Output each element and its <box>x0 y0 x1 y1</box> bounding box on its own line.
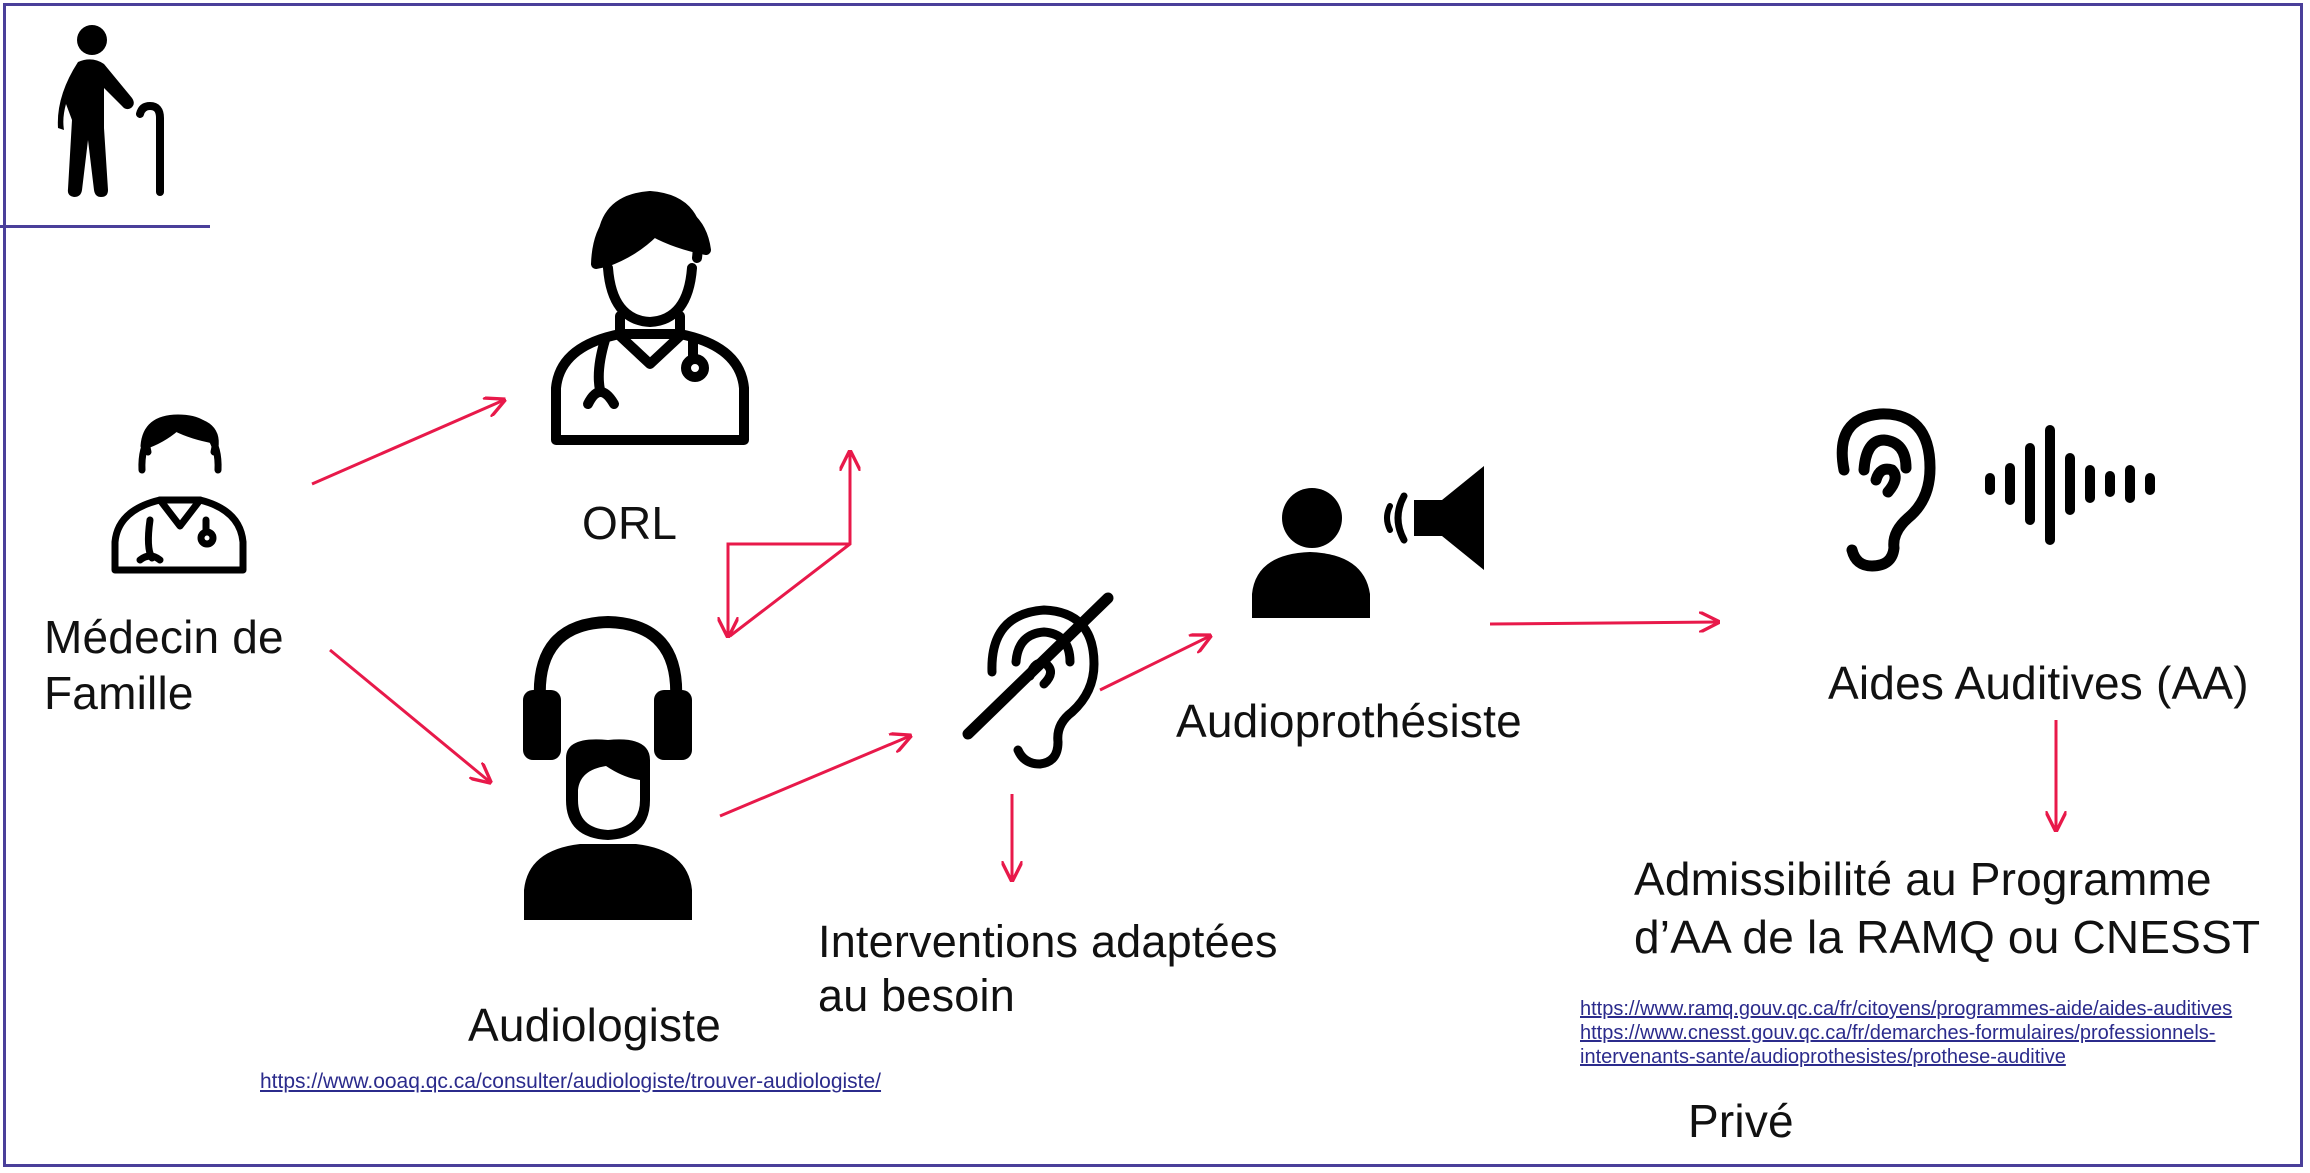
arrow-audioprothesiste-to-aides <box>1489 622 1718 624</box>
doctor-icon <box>111 414 247 574</box>
orl-label: ORL <box>582 497 678 549</box>
arrow-medecin-to-audiologiste <box>329 648 490 782</box>
arrow-audiologiste-to-hearing-loss <box>719 736 910 818</box>
ear-icon <box>1836 408 1936 572</box>
doctor-icon <box>551 191 749 445</box>
speaker-person-icon <box>1252 466 1484 618</box>
cnesst-link-line2[interactable]: intervenants-sante/audioprothesistes/pro… <box>1580 1046 2066 1068</box>
ramq-link[interactable]: https://www.ramq.gouv.qc.ca/fr/citoyens/… <box>1580 998 2233 1020</box>
audiologist-headphones-icon <box>523 615 692 920</box>
audiologiste-label: Audiologiste <box>468 999 722 1051</box>
medecin-label: Médecin de <box>44 611 284 663</box>
interventions-label-line2: au besoin <box>818 970 1015 1021</box>
ooaq-link[interactable]: https://www.ooaq.qc.ca/consulter/audiolo… <box>260 1070 882 1093</box>
hearing-loss-icon <box>962 592 1114 769</box>
prive-label: Privé <box>1688 1095 1794 1147</box>
arrow-medecin-to-orl <box>311 400 504 486</box>
admissibilite-label-line2: d’AA de la RAMQ ou CNESST <box>1634 911 2261 963</box>
audioprothesiste-label: Audioprothésiste <box>1176 695 1522 747</box>
header-divider <box>0 225 210 228</box>
sound-wave-icon <box>1985 425 2155 545</box>
elderly-person-icon <box>57 25 164 197</box>
arrow-orl-to-audiologiste <box>728 542 850 636</box>
cnesst-link[interactable]: https://www.cnesst.gouv.qc.ca/fr/demarch… <box>1580 1022 2216 1044</box>
aides-auditives-label: Aides Auditives (AA) <box>1828 657 2249 709</box>
arrow-hearing-loss-to-audioprothesiste <box>1099 636 1210 692</box>
interventions-label: Interventions adaptées <box>818 916 1278 967</box>
admissibilite-label: Admissibilité au Programme <box>1634 853 2212 905</box>
diagram-frame <box>3 3 2303 1167</box>
medecin-label-line2: Famille <box>44 667 194 719</box>
